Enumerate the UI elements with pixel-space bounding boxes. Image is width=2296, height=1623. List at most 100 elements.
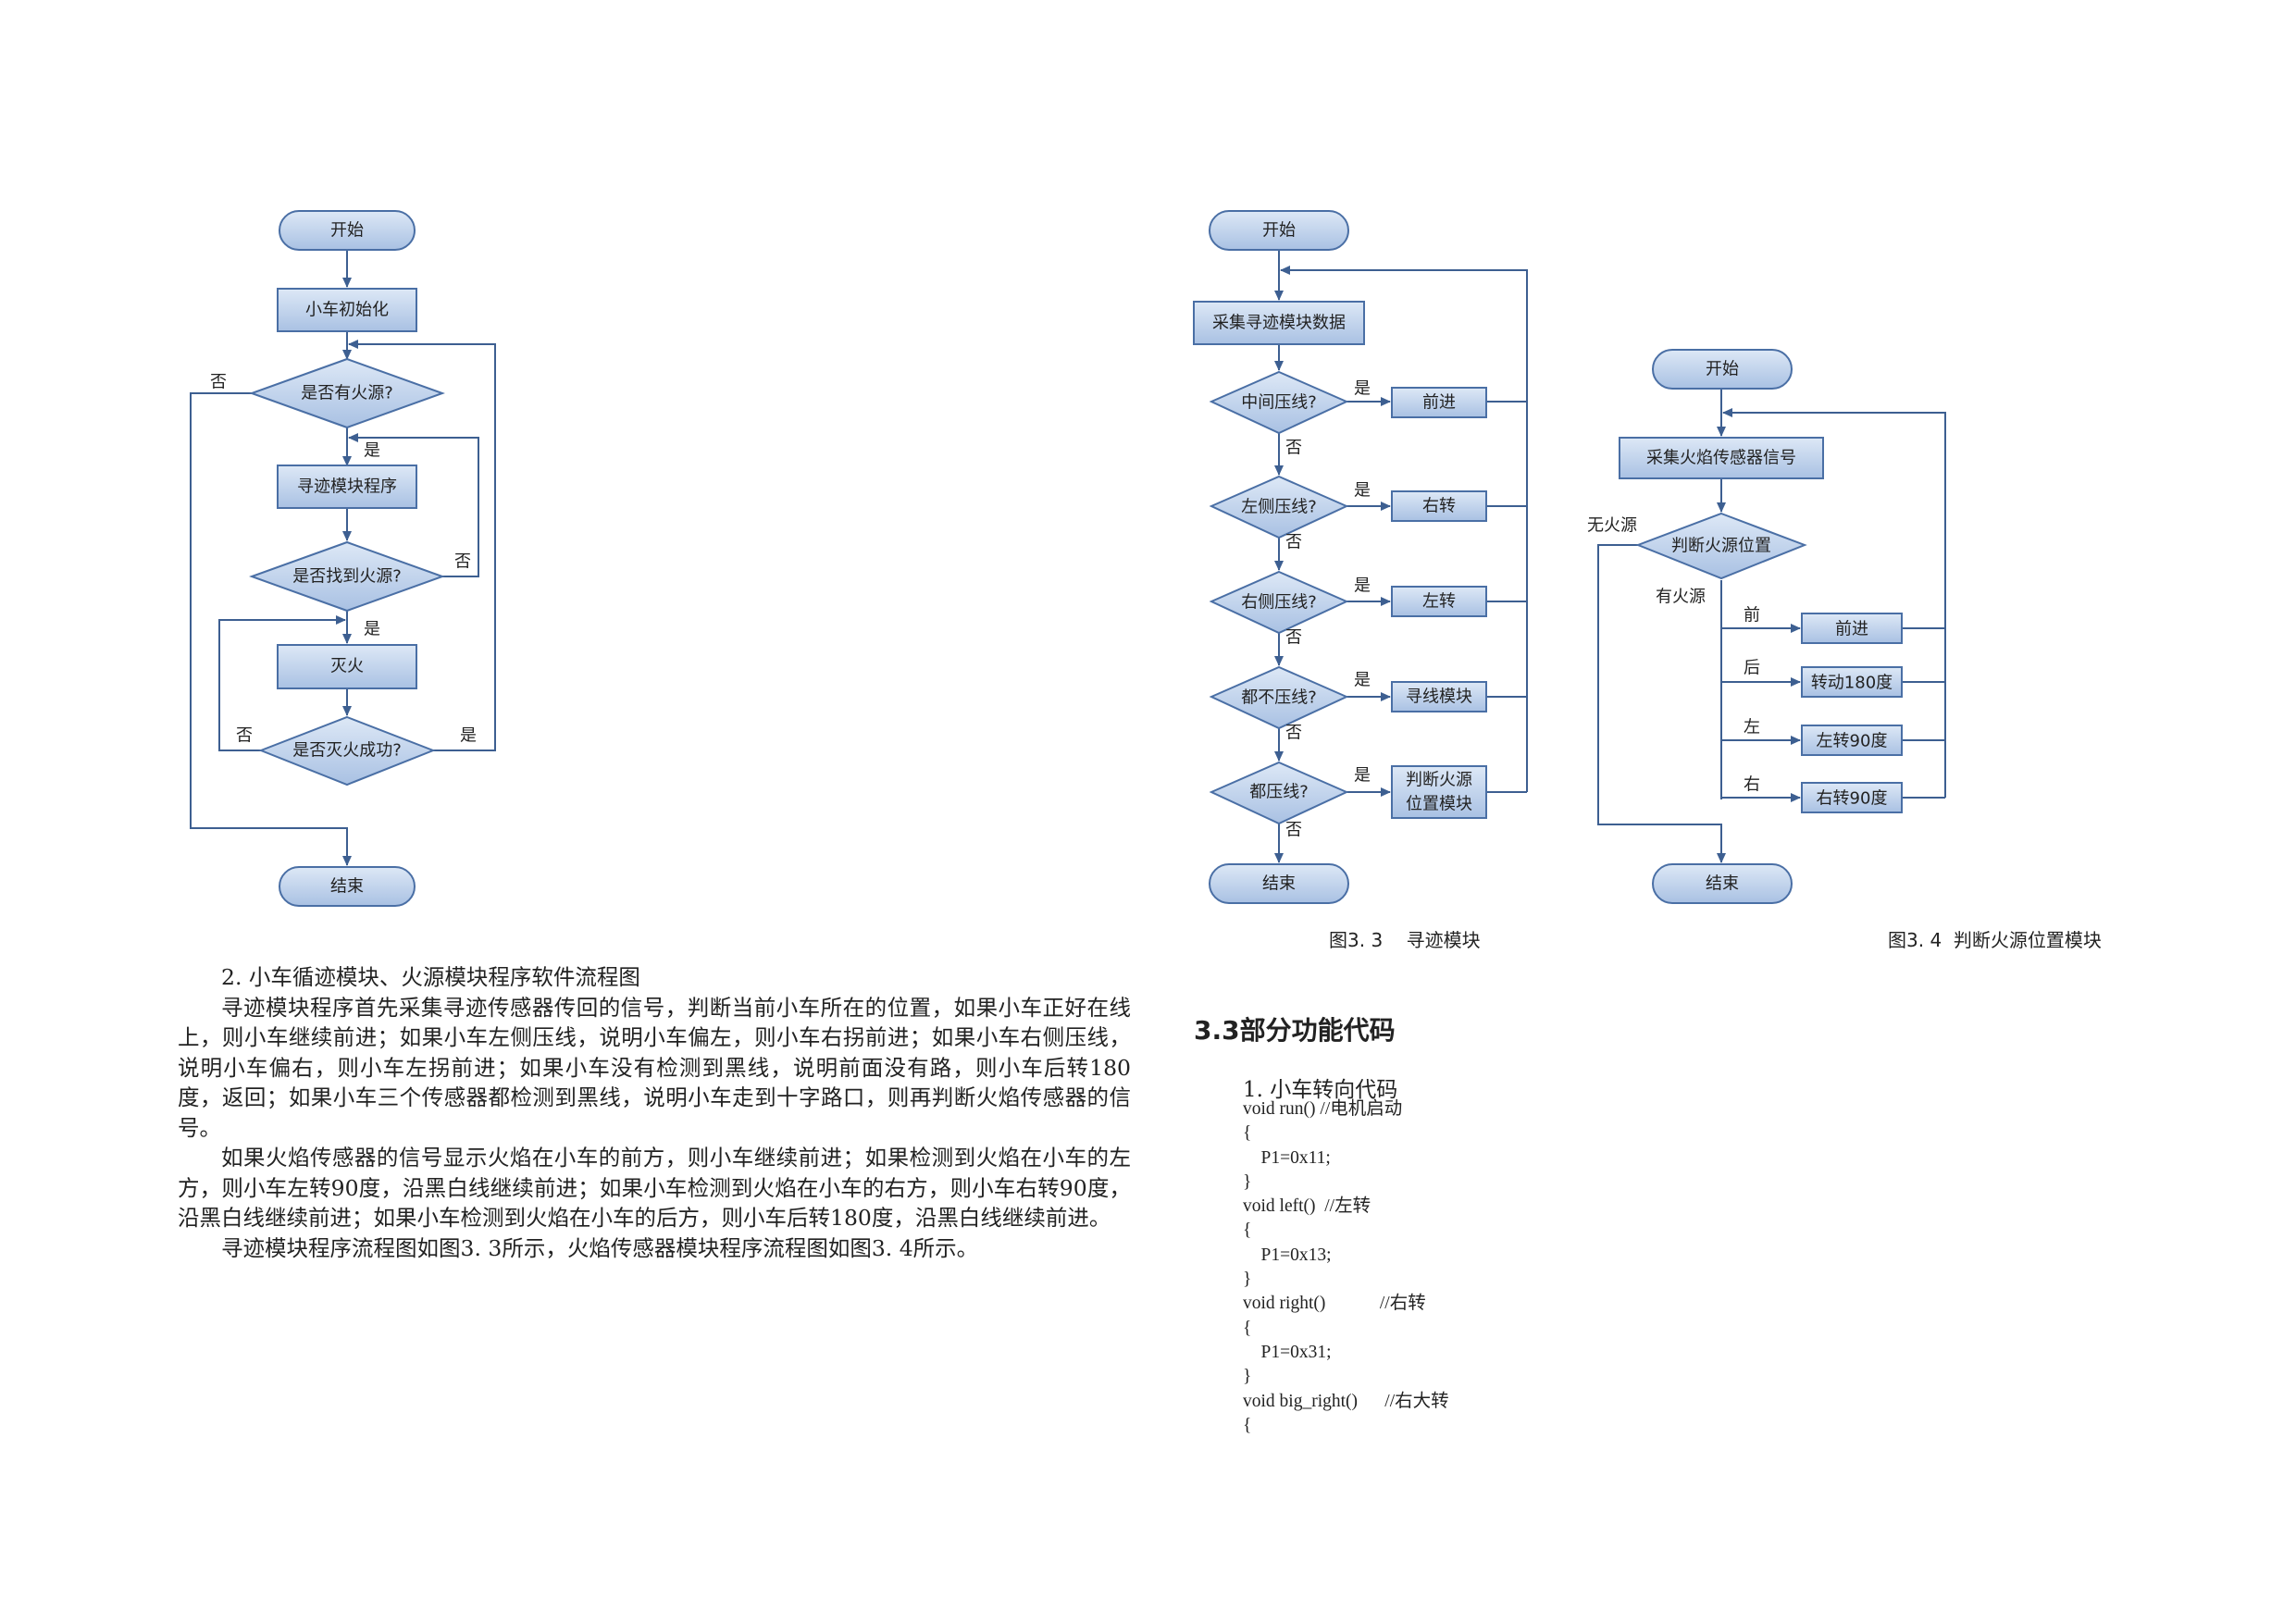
yes-label: 是	[1354, 576, 1371, 596]
connector-no-fire	[190, 392, 352, 866]
flowchart-tracking-shapes	[1193, 210, 1487, 904]
collect-label: 采集寻迹模块数据	[1212, 314, 1346, 333]
forward-label: 前进	[1422, 393, 1456, 413]
paragraph: 寻迹模块程序首先采集寻迹传感器传回的信号，判断当前小车所在的位置，如果小车正好在…	[178, 994, 1131, 1141]
yes-label: 是	[364, 620, 380, 639]
no-label: 否	[1285, 821, 1302, 840]
section-2-title: 2. 小车循迹模块、火源模块程序软件流程图	[221, 964, 640, 990]
connector-no-fire	[1597, 544, 1726, 863]
yes-label: 是	[1354, 671, 1371, 690]
extinguish-label: 灭火	[330, 657, 364, 676]
paragraph: 寻迹模块程序流程图如图3. 3所示，火焰传感器模块程序流程图如图3. 4所示。	[221, 1234, 979, 1261]
paragraph: 如果火焰传感器的信号显示火焰在小车的前方，则小车继续前进；如果检测到火焰在小车的…	[178, 1145, 1131, 1231]
no-fire-label: 无火源	[1587, 516, 1637, 536]
no-label: 否	[236, 726, 253, 746]
flowchart-fire-main-shapes	[249, 210, 445, 907]
yes-label: 是	[364, 441, 380, 461]
connector-not-found	[348, 433, 479, 577]
no-label: 否	[1285, 724, 1302, 743]
seek-line-process	[1391, 681, 1487, 712]
figure-3-3-caption: 图3. 3 寻迹模块	[1329, 929, 1481, 951]
flowchart-fire-main	[190, 250, 496, 866]
collect-label: 采集火焰传感器信号	[1646, 449, 1796, 468]
section-3-3-heading: 3.3部分功能代码	[1194, 1015, 1396, 1046]
start-label: 开始	[330, 221, 364, 241]
right-turn-label: 右转	[1422, 497, 1456, 516]
rotate180-label: 转动180度	[1811, 674, 1893, 693]
no-label: 否	[210, 373, 227, 392]
back-label: 后	[1744, 659, 1760, 678]
collect-process	[1193, 301, 1365, 345]
flowchart-tracking	[1274, 250, 1528, 863]
track-label: 寻迹模块程序	[297, 477, 397, 497]
end-terminal	[1652, 863, 1793, 904]
has-fire-label: 有火源	[1656, 588, 1706, 607]
all-decision	[1209, 761, 1349, 825]
right90-process	[1801, 782, 1903, 813]
mid-question-label: 中间压线?	[1241, 393, 1317, 413]
fire-decision	[249, 357, 445, 429]
no-label: 否	[1285, 439, 1302, 458]
yes-label: 是	[1354, 379, 1371, 399]
left-decision	[1209, 475, 1349, 539]
connector-success	[348, 340, 496, 751]
right-label: 右	[1744, 775, 1760, 795]
all-question-label: 都压线?	[1249, 783, 1309, 802]
start-terminal	[1652, 349, 1793, 390]
start-terminal	[279, 210, 416, 251]
code-title: 1. 小车转向代码	[1243, 1078, 1398, 1102]
seek-line-label: 寻线模块	[1406, 688, 1472, 707]
left-turn-label: 左转	[1422, 592, 1456, 612]
yes-label: 是	[1354, 766, 1371, 786]
forward-process	[1801, 613, 1903, 644]
flowchart-fire-position	[1597, 389, 1946, 863]
front-label: 前	[1744, 606, 1760, 626]
right90-label: 右转90度	[1817, 789, 1888, 809]
connector-not-success	[218, 615, 346, 751]
collect-process	[1619, 437, 1824, 479]
track-process	[277, 465, 417, 509]
end-label: 结束	[1706, 874, 1739, 894]
end-label: 结束	[1262, 874, 1296, 894]
left90-process	[1801, 725, 1903, 756]
yes-label: 是	[1354, 481, 1371, 501]
figure-3-4-caption: 图3. 4 判断火源位置模块	[1888, 929, 2102, 951]
success-question-label: 是否灭火成功?	[292, 741, 402, 761]
judge-fire-label-2: 位置模块	[1406, 795, 1472, 814]
left-turn-process	[1391, 586, 1487, 617]
connector-loop	[1722, 408, 1946, 798]
success-decision	[258, 715, 436, 787]
flowchart-fire-position-shapes	[1619, 349, 1903, 904]
no-label: 否	[454, 552, 471, 572]
end-terminal	[279, 866, 416, 907]
yes-label: 是	[460, 726, 477, 746]
no-label: 否	[1285, 533, 1302, 552]
fire-question-label: 是否有火源?	[301, 384, 393, 403]
init-process	[277, 288, 417, 332]
right-question-label: 右侧压线?	[1241, 593, 1317, 613]
connector-loop	[1280, 266, 1528, 792]
judge-fire-process	[1391, 765, 1487, 819]
start-terminal	[1209, 210, 1349, 251]
no-label: 否	[1285, 628, 1302, 648]
body-text: 2. 小车循迹模块、火源模块程序软件流程图 寻迹模块程序首先采集寻迹传感器传回的…	[178, 962, 1131, 1263]
judge-label: 判断火源位置	[1671, 537, 1771, 556]
forward-process	[1391, 387, 1487, 418]
left90-label: 左转90度	[1817, 732, 1888, 751]
judge-decision	[1635, 512, 1807, 580]
code-block: void run() //电机启动 { P1=0x11; } void left…	[1243, 1099, 1449, 1435]
mid-decision	[1209, 370, 1349, 435]
found-question-label: 是否找到火源?	[292, 567, 402, 587]
right-turn-process	[1391, 490, 1487, 522]
end-label: 结束	[330, 877, 364, 897]
left-label: 左	[1744, 718, 1760, 737]
init-label: 小车初始化	[305, 301, 389, 320]
none-decision	[1209, 665, 1349, 730]
rotate180-process	[1801, 666, 1903, 698]
right-decision	[1209, 570, 1349, 635]
start-label: 开始	[1706, 360, 1739, 379]
start-label: 开始	[1262, 221, 1296, 241]
judge-fire-label-1: 判断火源	[1406, 771, 1472, 790]
extinguish-process	[277, 644, 417, 689]
